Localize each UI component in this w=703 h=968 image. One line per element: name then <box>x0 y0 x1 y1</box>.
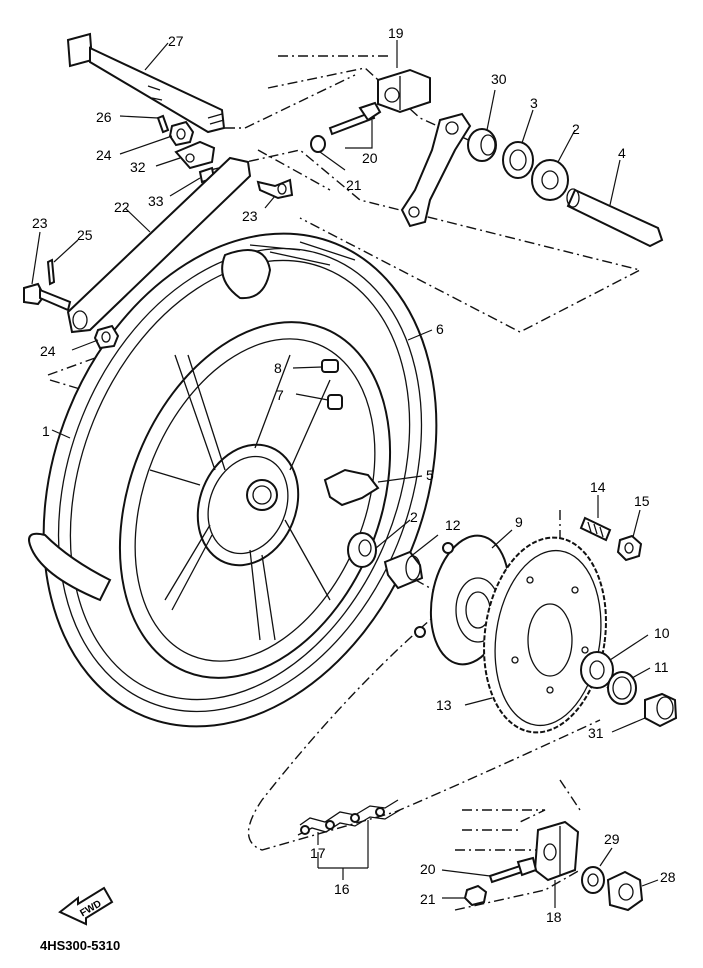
callout-21b: 21 <box>420 891 436 907</box>
collar-12 <box>383 534 439 590</box>
pivot-bolt <box>66 32 226 134</box>
drive-sprocket <box>464 536 607 734</box>
callout-22: 22 <box>114 199 130 215</box>
callout-33: 33 <box>148 193 164 209</box>
callout-1: 1 <box>42 423 50 439</box>
tire-leaders <box>51 329 433 439</box>
callout-4: 4 <box>618 145 626 161</box>
callout-17: 17 <box>310 845 326 861</box>
callout-5: 5 <box>426 467 434 483</box>
wheel-rim <box>118 321 392 679</box>
chain-joint <box>317 820 369 880</box>
right-side-bearings <box>580 634 678 733</box>
callout-8: 8 <box>274 360 282 376</box>
callout-23a: 23 <box>32 215 48 231</box>
callout-21a: 21 <box>346 177 362 193</box>
callout-26: 26 <box>96 109 112 125</box>
callout-10: 10 <box>654 625 670 641</box>
callout-32: 32 <box>130 159 146 175</box>
callout-9: 9 <box>515 514 523 530</box>
callout-14: 14 <box>590 479 606 495</box>
callout-2a: 2 <box>410 509 418 525</box>
bearing-hub <box>347 519 411 568</box>
drive-chain <box>247 559 601 851</box>
stud-and-nut <box>579 495 643 562</box>
rod-fasteners <box>23 178 294 351</box>
callout-18: 18 <box>546 909 562 925</box>
callout-15: 15 <box>634 493 650 509</box>
callout-2b: 2 <box>572 121 580 137</box>
callout-27: 27 <box>168 33 184 49</box>
caliper-bracket <box>400 112 472 228</box>
catalog-code: 4HS300-5310 <box>40 938 120 953</box>
callout-23b: 23 <box>242 208 258 224</box>
chain-puller-left <box>310 40 431 171</box>
callout-20a: 20 <box>362 150 378 166</box>
torque-rod <box>66 156 252 334</box>
callout-31: 31 <box>588 725 604 741</box>
callout-6: 6 <box>436 321 444 337</box>
callout-20b: 20 <box>420 861 436 877</box>
callout-28: 28 <box>660 869 676 885</box>
chain-puller-right <box>441 820 659 912</box>
callout-3: 3 <box>530 95 538 111</box>
damper-part <box>323 468 423 507</box>
callout-24b: 24 <box>40 343 56 359</box>
callout-25: 25 <box>77 227 93 243</box>
forward-direction-badge: FWD <box>58 886 114 926</box>
callout-16: 16 <box>334 881 350 897</box>
callout-12: 12 <box>445 517 461 533</box>
valve-parts <box>292 359 343 410</box>
callout-11: 11 <box>654 659 669 675</box>
callout-13: 13 <box>436 697 452 713</box>
axle-side-parts <box>467 89 664 248</box>
callout-labels: 1 2 2 3 4 5 6 7 8 9 10 11 12 13 14 15 16… <box>32 25 676 925</box>
callout-19: 19 <box>388 25 404 41</box>
callout-29: 29 <box>604 831 620 847</box>
callout-7: 7 <box>276 387 284 403</box>
callout-30: 30 <box>491 71 507 87</box>
callout-24a: 24 <box>96 147 112 163</box>
